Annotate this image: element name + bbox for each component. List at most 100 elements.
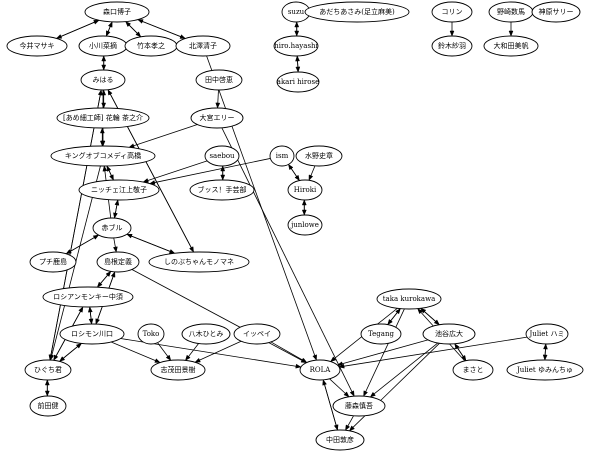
node-rola[interactable]: ROLA (299, 359, 341, 381)
node-imai[interactable]: 今井マサキ (6, 35, 68, 57)
node-tegang[interactable]: Tegang (360, 323, 402, 345)
edge-line (49, 94, 101, 361)
node-ikeya[interactable]: 池谷広大 (422, 323, 476, 345)
arrowhead-icon (106, 165, 112, 172)
edge-takemoto-to-moriguchi (125, 21, 142, 38)
arrowhead-icon (107, 89, 113, 96)
node-maeda[interactable]: 前田健 (29, 395, 67, 417)
node-ippei[interactable]: イッペイ (233, 323, 281, 345)
node-shimane[interactable]: 島根定義 (96, 251, 140, 273)
node-ellipse (84, 1, 150, 23)
node-omiya[interactable]: 大宮エリー (190, 107, 244, 129)
edge-toko-to-shimoda (157, 342, 172, 361)
node-label: Tegang (368, 330, 394, 338)
arrowhead-icon (301, 199, 307, 206)
node-ellipse (190, 107, 244, 129)
node-shinobu[interactable]: しのぶちゃんモノマネ (148, 251, 250, 273)
node-puchikashima[interactable]: プチ鹿島 (29, 251, 77, 273)
edge-line (128, 24, 142, 38)
node-tanaka[interactable]: 田中啓恵 (195, 69, 243, 91)
node-shimoda[interactable]: 志茂田景樹 (150, 359, 206, 381)
edge-line (206, 55, 316, 356)
node-akari[interactable]: akari hirose (276, 71, 320, 93)
edge-buss-to-saebou (220, 165, 226, 181)
node-roshimon[interactable]: ロシモン川口 (59, 323, 125, 345)
edge-imai-to-moriguchi (56, 20, 100, 39)
arrowhead-icon (107, 21, 113, 28)
node-label: 小川菜摘 (89, 41, 117, 50)
node-akaburu[interactable]: 赤ブル (92, 217, 132, 239)
edge-hanawa-to-miharu (101, 89, 107, 109)
node-hirohayashi[interactable]: hiro.hayashi (273, 35, 319, 57)
edge-julietyumin-to-juliethami (543, 343, 548, 361)
node-buss[interactable]: ブッス！手芸部 (189, 179, 255, 201)
node-ism[interactable]: ism (269, 145, 295, 167)
edge-nakata-to-rola (322, 379, 338, 431)
node-king[interactable]: キングオブコメディ高橋 (50, 145, 156, 167)
node-ogawa[interactable]: 小川菜摘 (78, 35, 128, 57)
node-label: 今井マサキ (20, 41, 55, 50)
edge-taka-to-fujimori (363, 308, 405, 397)
node-hiroki[interactable]: Hiroki (287, 179, 323, 201)
edge-hiroki-to-ism (288, 163, 300, 181)
edge-line (342, 339, 429, 365)
node-nakata[interactable]: 中田敦彦 (315, 429, 365, 451)
node-ellipse (295, 145, 343, 167)
node-kanbara[interactable]: 神原サリー (531, 1, 581, 23)
node-higuchi[interactable]: ひぐち君 (24, 359, 72, 381)
edge-shinobu-to-akaburu (126, 233, 175, 254)
node-kitazawa[interactable]: 北澤清子 (175, 35, 231, 57)
node-label: ブッス！手芸部 (198, 185, 247, 194)
node-yagi[interactable]: 八木ひとみ (181, 323, 231, 345)
node-owada[interactable]: 大和田美帆 (483, 35, 539, 57)
edge-line (133, 124, 198, 147)
node-miharu[interactable]: みはる (80, 69, 126, 91)
node-label: 中田敦彦 (326, 435, 354, 444)
edge-roshimon-to-russianmonkey (87, 306, 93, 325)
node-julietyumin[interactable]: Juliet ゆみんちゅ (506, 359, 584, 381)
node-label: ロシモン川口 (71, 330, 113, 338)
arrowhead-icon (330, 356, 337, 362)
arrowhead-icon (295, 363, 302, 369)
arrowhead-icon (165, 354, 172, 361)
node-russianmonkey[interactable]: ロシアンモンキー中須 (42, 286, 134, 308)
edge-line (365, 308, 405, 392)
node-hanawa[interactable]: [あめ細工師] 花輪 茶之介 (56, 107, 150, 129)
node-ellipse (59, 323, 125, 345)
node-label: 森口博子 (103, 7, 131, 16)
edge-roshimon-to-shimoda (110, 341, 161, 363)
node-taka[interactable]: taka kurokawa (376, 288, 442, 310)
arrowhead-icon (97, 89, 103, 96)
node-ellipse (273, 35, 319, 57)
node-ellipse (269, 145, 295, 167)
node-junlowe[interactable]: junlowe (287, 214, 323, 236)
node-suzuki[interactable]: 鈴木紗羽 (431, 35, 473, 57)
node-nitche[interactable]: ニッチェ江上敬子 (78, 179, 160, 201)
node-juliethami[interactable]: Juliet ハミ (525, 323, 569, 345)
edge-ikeya-to-fujimori (369, 342, 438, 398)
edge-line (329, 378, 346, 394)
node-mizuno[interactable]: 水野史章 (295, 145, 343, 167)
node-ellipse (506, 359, 584, 381)
node-fujimori[interactable]: 藤森慎吾 (332, 395, 386, 417)
node-label: ニッチェ江上敬子 (91, 185, 147, 194)
node-adachi[interactable]: あだちあさみ(足立麻美) (304, 1, 410, 23)
arrowhead-icon (338, 363, 345, 369)
edge-line (110, 341, 156, 361)
node-toko[interactable]: Toko (137, 323, 165, 345)
node-nozaki[interactable]: 野崎数馬 (488, 1, 534, 23)
node-takemoto[interactable]: 竹本孝之 (124, 35, 178, 57)
arrowhead-icon (114, 199, 120, 206)
node-ellipse (332, 395, 386, 417)
edge-akari-to-hirohayashi (295, 55, 300, 73)
node-ellipse (24, 359, 72, 381)
node-korin[interactable]: コリン (431, 1, 473, 23)
arrowhead-icon (288, 163, 294, 171)
node-masato[interactable]: まさと (452, 359, 494, 381)
node-label: 田中啓恵 (205, 75, 233, 84)
edge-omiya-to-fujimori (221, 127, 355, 397)
node-saebou[interactable]: saebou (204, 145, 240, 167)
node-label: ひぐち君 (34, 366, 62, 374)
edge-tanaka-to-omiya (215, 89, 221, 109)
node-moriguchi[interactable]: 森口博子 (84, 1, 150, 23)
